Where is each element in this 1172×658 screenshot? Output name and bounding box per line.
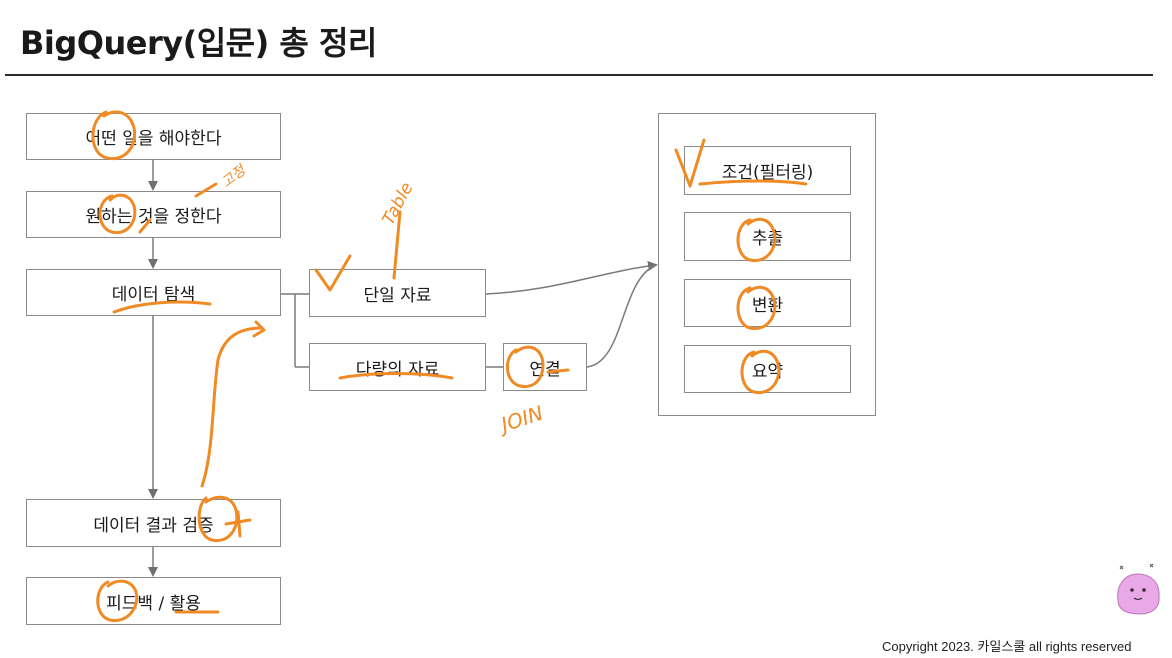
step-verify-results: 데이터 결과 검증 [26,499,281,547]
join-box: 연결 [503,343,587,391]
multiple-data-box: 다량의 자료 [309,343,486,391]
table-annotation: Table [379,179,418,228]
single-data-box: 단일 자료 [309,269,486,317]
step-feedback-apply: 피드백 / 활용 [26,577,281,625]
page-title: BigQuery(입문) 총 정리 [20,24,377,62]
step-explore-data: 데이터 탐색 [26,269,281,316]
operation-filter: 조건(필터링) [684,146,851,195]
operation-extract: 추출 [684,212,851,261]
title-divider [5,74,1153,76]
step-define-goal: 원하는 것을 정한다 [26,191,281,238]
feedback-loop-head [252,320,266,338]
step-define-task: 어떤 일을 해야한다 [26,113,281,160]
operation-transform: 변환 [684,279,851,327]
join-to-operations [586,264,657,368]
feedback-loop-arrow [200,326,264,488]
goal-annotation: 고정 [219,161,251,191]
single-to-operations [485,261,658,295]
mascot-logo [1117,563,1160,615]
copyright-footer: Copyright 2023. 카일스쿨 all rights reserved [882,639,1132,654]
join-annotation: JOIN [494,401,546,438]
operation-summarize: 요약 [684,345,851,393]
